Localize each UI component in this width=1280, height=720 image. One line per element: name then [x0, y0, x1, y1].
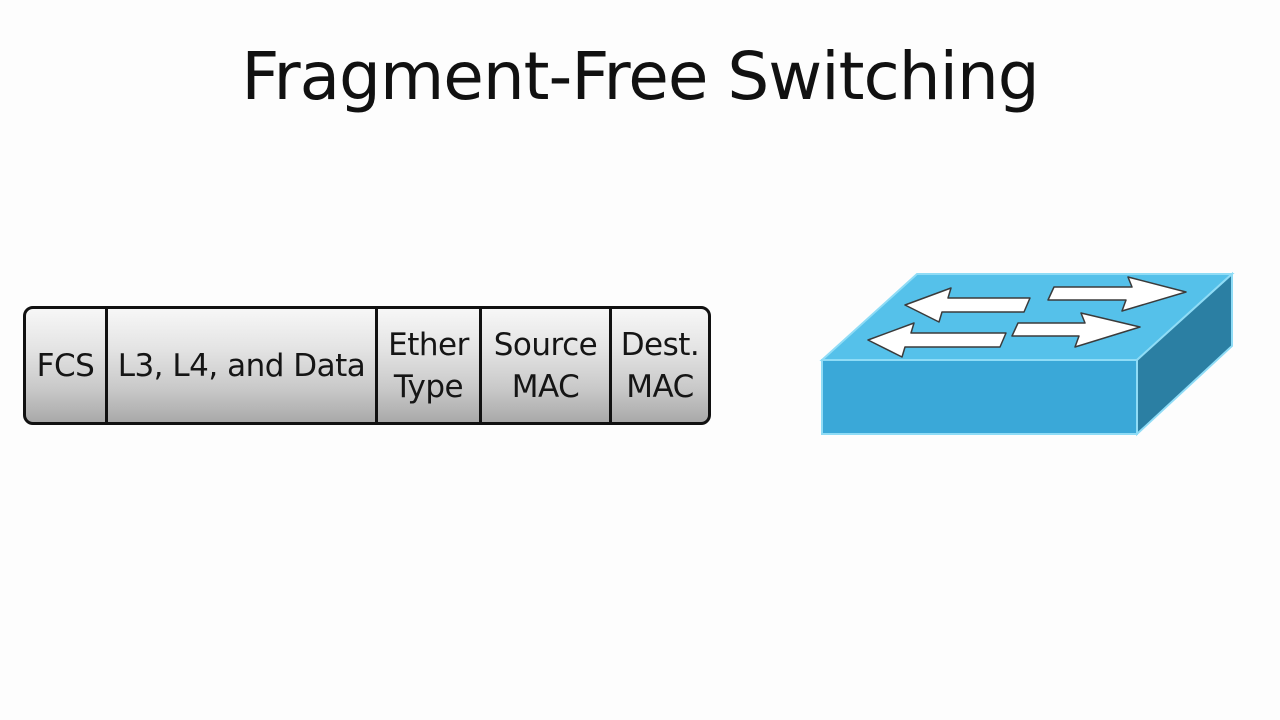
field-label-line2: Type	[393, 368, 464, 405]
field-label-line1: Dest.	[620, 326, 700, 363]
field-label-line2: MAC	[511, 368, 580, 405]
frame-field-data: L3, L4, and Data	[108, 309, 378, 422]
field-label-line1: Ether	[388, 326, 469, 363]
frame-field-source-mac: Source MAC	[482, 309, 612, 422]
arrow-left-icon	[904, 287, 1031, 323]
field-label-line2: MAC	[626, 368, 694, 405]
arrow-left-icon	[867, 322, 1007, 358]
frame-field-fcs: FCS	[26, 309, 108, 422]
frame-field-dest-mac: Dest. MAC	[612, 309, 708, 422]
frame-field-ethertype: Ether Type	[378, 309, 482, 422]
ethernet-frame: FCS L3, L4, and Data Ether Type Source M…	[23, 306, 711, 425]
arrow-right-icon	[1011, 312, 1141, 348]
switch-side-face	[1136, 271, 1233, 437]
field-label: FCS	[36, 347, 95, 384]
field-label-line1: Source	[493, 326, 598, 363]
switch-front-face	[821, 359, 1138, 435]
field-label: L3, L4, and Data	[117, 347, 366, 384]
network-switch-icon	[819, 271, 1235, 437]
arrow-right-icon	[1047, 276, 1187, 312]
slide-title: Fragment-Free Switching	[241, 38, 1039, 115]
